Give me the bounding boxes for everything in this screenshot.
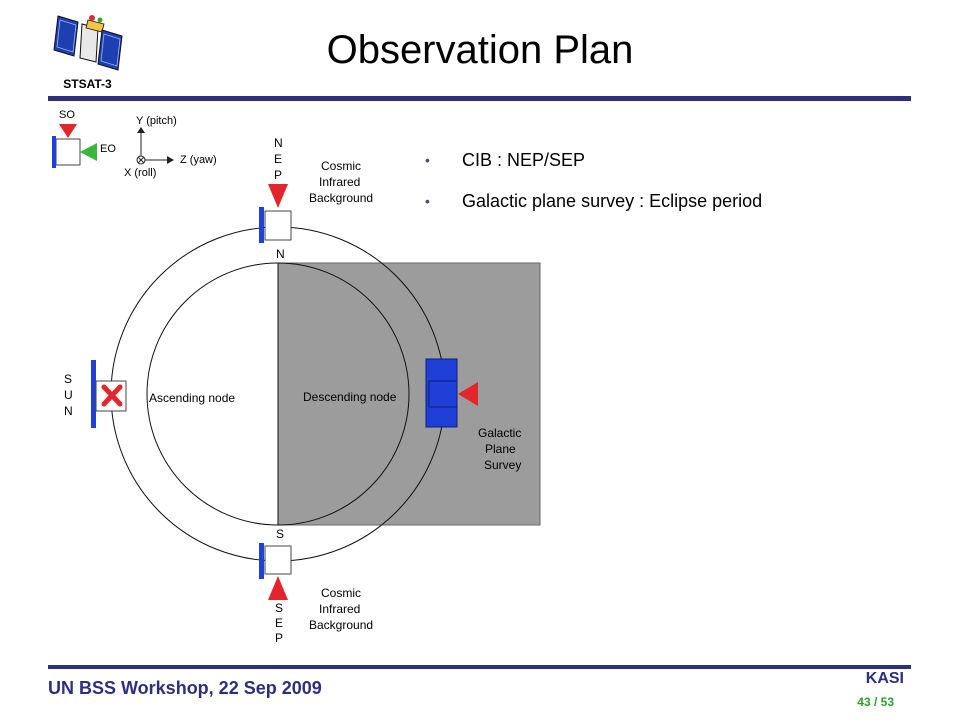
cib-bottom-label: Cosmic	[321, 586, 361, 600]
gps-satellite	[425, 358, 478, 428]
ascending-node-label: Ascending node	[149, 391, 235, 405]
eo-label: EO	[100, 143, 116, 155]
sep-pointer-icon	[268, 576, 288, 600]
descending-node-label: Descending node	[303, 390, 397, 404]
footer-org: KASI	[865, 670, 904, 687]
gps-label: Survey	[484, 458, 521, 472]
page-number: 43 / 53	[857, 695, 894, 709]
nep-pointer-icon	[268, 184, 288, 208]
y-arrow-icon	[137, 127, 145, 133]
sun-sat-panel	[91, 360, 96, 428]
bullet-list: • CIB : NEP/SEP • Galactic plane survey : …	[425, 150, 762, 232]
gps-label: Galactic	[478, 426, 521, 440]
bullet-item: • CIB : NEP/SEP	[425, 150, 762, 191]
z-axis-label: Z (yaw)	[180, 154, 217, 166]
bullet-text: CIB : NEP/SEP	[462, 150, 586, 170]
stsat-logo-icon	[53, 15, 123, 71]
so-triangle-icon	[59, 124, 77, 138]
y-axis-label: Y (pitch)	[136, 115, 177, 127]
z-arrow-icon	[167, 156, 174, 164]
gps-label: Plane	[485, 442, 516, 456]
sun-letter: N	[64, 404, 73, 418]
x-axis-label: X (roll)	[124, 167, 156, 179]
sun-side: S U N	[64, 360, 127, 428]
sep-letter: P	[275, 631, 283, 645]
nep-letter: E	[274, 152, 282, 166]
bullet-dot-icon: •	[425, 152, 430, 168]
bullet-dot-icon: •	[425, 193, 430, 209]
nep-letter: P	[274, 168, 282, 182]
north-label: N	[276, 247, 285, 261]
nep-letter: N	[274, 136, 283, 150]
logo-label: STSAT-3	[63, 77, 112, 91]
so-label: SO	[59, 109, 75, 121]
bullet-item: • Galactic plane survey : Eclipse period	[425, 191, 762, 232]
bullet-text: Galactic plane survey : Eclipse period	[462, 191, 763, 211]
sun-letter: U	[64, 388, 73, 402]
page-title: Observation Plan	[326, 28, 634, 72]
sep-sat-body	[264, 545, 292, 575]
sep-letter: S	[275, 601, 283, 615]
cross-icon	[101, 384, 123, 407]
nep-sat-panel	[259, 207, 264, 243]
sep-sat-panel	[259, 543, 264, 579]
cib-top-label: Infrared	[319, 175, 360, 189]
gps-sat-body	[428, 380, 458, 408]
eo-triangle-icon	[80, 143, 97, 161]
sep-satellite: S E P	[259, 543, 292, 645]
orientation-legend: SO EO Y (pitch) Z (yaw) X (roll)	[52, 109, 217, 179]
nep-satellite: N E P	[259, 136, 292, 243]
cib-bottom-label: Infrared	[319, 602, 360, 616]
bottom-rule	[48, 665, 911, 669]
cib-bottom-label: Background	[309, 618, 373, 632]
legend-sat-panel	[52, 136, 56, 168]
top-rule	[48, 96, 911, 101]
cib-top-label: Cosmic	[321, 159, 361, 173]
cib-top-label: Background	[309, 191, 373, 205]
gps-pointer-icon	[458, 382, 478, 406]
south-label: S	[276, 527, 284, 541]
nep-sat-body	[264, 210, 292, 241]
legend-sat-body	[55, 138, 81, 166]
sep-letter: E	[275, 616, 283, 630]
sun-letter: S	[64, 372, 72, 386]
footer-workshop: UN BSS Workshop, 22 Sep 2009	[48, 678, 322, 698]
